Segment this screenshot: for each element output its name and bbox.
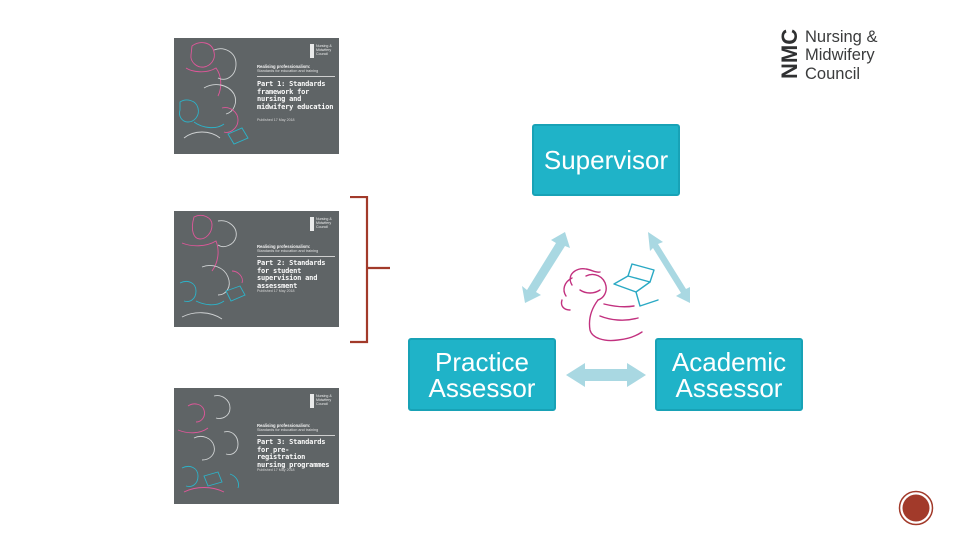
cover-kicker: Realising professionalism: bbox=[257, 423, 311, 428]
cover-kicker: Realising professionalism: bbox=[257, 64, 311, 69]
nmc-logo: NMC Nursing & Midwifery Council bbox=[776, 28, 886, 84]
role-supervisor: Supervisor bbox=[532, 124, 680, 196]
student-with-laptop-icon bbox=[560, 263, 659, 342]
cover-logo: Nursing & Midwifery Council bbox=[310, 217, 334, 235]
cover-subtitle: Standards for education and training bbox=[257, 69, 319, 73]
cover-title: Part 2: Standards for student supervisio… bbox=[257, 259, 326, 290]
cover-logo: Nursing & Midwifery Council bbox=[310, 44, 334, 62]
nmc-logo-mark: NMC bbox=[777, 29, 800, 79]
bracket-icon bbox=[350, 196, 390, 344]
cover-logo: Nursing & Midwifery Council bbox=[310, 394, 334, 412]
arrow-supervisor-academic bbox=[648, 232, 690, 303]
cover-part-3: Nursing & Midwifery Council Realising pr… bbox=[174, 388, 339, 504]
cover-rule bbox=[257, 256, 335, 257]
cover-title: Part 3: Standards for pre-registration n… bbox=[257, 438, 330, 469]
arrow-practice-academic bbox=[566, 363, 646, 387]
page-badge-icon bbox=[898, 490, 934, 526]
cover-published: Published 17 May 2018 bbox=[257, 118, 295, 122]
cover-part-1: Nursing & Midwifery Council Realising pr… bbox=[174, 38, 339, 154]
nmc-logo-name: Nursing & Midwifery Council bbox=[805, 28, 878, 83]
cover-kicker: Realising professionalism: bbox=[257, 244, 311, 249]
role-academic-assessor: Academic Assessor bbox=[655, 338, 803, 411]
cover-published: Published 17 May 2018 bbox=[257, 468, 295, 472]
role-practice-assessor: Practice Assessor bbox=[408, 338, 556, 411]
nmc-logo-mark-text: NMC bbox=[777, 29, 800, 79]
cover-line-art bbox=[179, 214, 246, 320]
cover-published: Published 17 May 2018 bbox=[257, 289, 295, 293]
cover-title: Part 1: Standards framework for nursing … bbox=[257, 80, 334, 111]
cover-part-2: Nursing & Midwifery Council Realising pr… bbox=[174, 211, 339, 327]
arrow-supervisor-practice bbox=[522, 232, 570, 303]
cover-rule bbox=[257, 435, 335, 436]
cover-line-art bbox=[179, 42, 249, 145]
cover-rule bbox=[257, 76, 335, 77]
cover-subtitle: Standards for education and training bbox=[257, 249, 319, 253]
cover-subtitle: Standards for education and training bbox=[257, 428, 319, 432]
cover-line-art bbox=[177, 395, 239, 493]
